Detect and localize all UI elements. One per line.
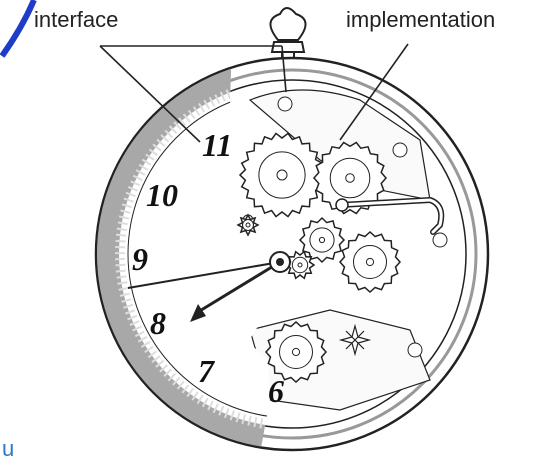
gear-hub [366,258,373,265]
gear-hub [319,237,324,242]
dial-numeral-9: 9 [132,241,148,277]
dial-numeral-6: 6 [268,373,284,409]
dial-numeral-10: 10 [146,177,178,213]
blue-arc-fragment [2,0,34,56]
dial-numeral-11: 11 [202,127,232,163]
crown-icon [270,8,305,62]
gear-hub [292,348,299,355]
corner-fragment-text: u [2,436,14,461]
gear-hub [246,223,250,227]
gear-hub [277,170,287,180]
dial-numeral-8: 8 [150,305,166,341]
dial-numeral-7: 7 [198,353,216,389]
implementation-label: implementation [346,7,495,32]
gear-hub [346,174,355,183]
interface-label: interface [34,7,118,32]
gear-hub [298,263,302,267]
